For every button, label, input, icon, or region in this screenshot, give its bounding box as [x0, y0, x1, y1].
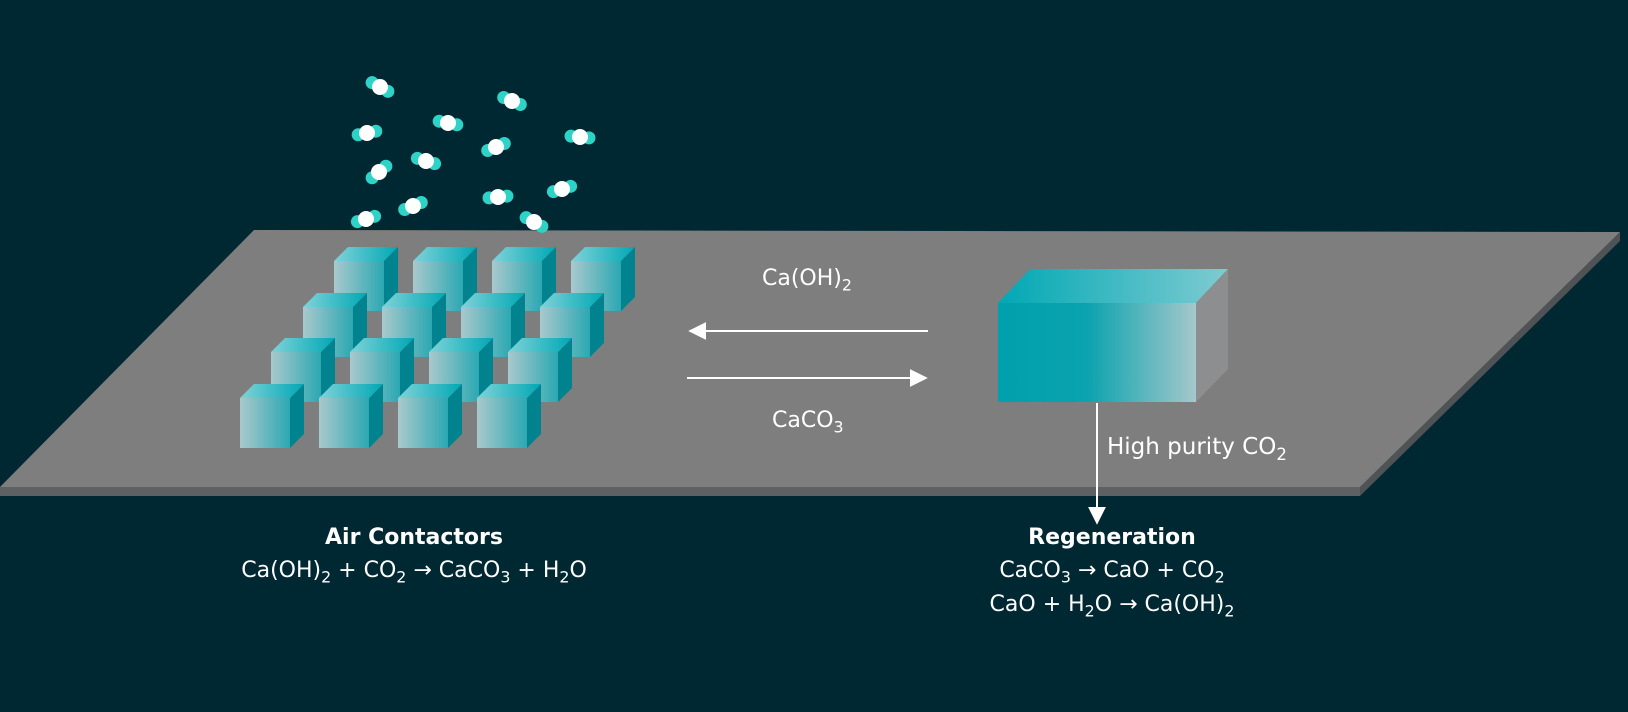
- regeneration-title: Regeneration: [1028, 525, 1196, 550]
- cube-front: [398, 398, 448, 448]
- co2-molecule-icon: [564, 129, 596, 145]
- carbon-atom: [504, 93, 520, 109]
- carbon-atom: [554, 181, 570, 197]
- air-contactors-title: Air Contactors: [325, 525, 503, 550]
- co2-molecule-icon: [350, 209, 382, 229]
- air-contactors-equation: Ca(OH)2 + CO2 → CaCO3 + H2O: [241, 558, 587, 585]
- carbon-atom: [490, 189, 506, 205]
- carbon-atom: [488, 139, 504, 155]
- equation-text: CaCO: [999, 558, 1061, 583]
- subscript: 3: [500, 567, 511, 587]
- cube-top: [461, 293, 525, 307]
- cube-icon: [398, 384, 462, 448]
- cube-side: [448, 384, 462, 448]
- arrow-label-caoh2: Ca(OH)2: [762, 266, 852, 295]
- equation-text: Ca(OH): [241, 558, 322, 583]
- cube-side: [369, 384, 383, 448]
- carbon-atom: [572, 129, 588, 145]
- cube-top: [477, 384, 541, 398]
- regeneration-equation-2: CaO + H2O → Ca(OH)2: [989, 592, 1235, 619]
- co2-molecule-icon: [546, 179, 578, 199]
- cube-top: [303, 293, 367, 307]
- cube-side: [527, 384, 541, 448]
- equation-text: O: [569, 558, 587, 583]
- cube-top: [413, 247, 477, 261]
- cube-icon: [240, 384, 304, 448]
- co2-molecule-icon: [410, 151, 442, 171]
- cube-top: [350, 338, 414, 352]
- cube-side: [290, 384, 304, 448]
- carbon-atom: [418, 153, 434, 169]
- co2-molecule-icon: [432, 114, 464, 132]
- equation-text: → CaO + CO: [1070, 558, 1215, 583]
- cube-top: [382, 293, 446, 307]
- cube-top: [240, 384, 304, 398]
- co2-molecule-icon: [497, 90, 527, 112]
- cube-side: [621, 247, 635, 311]
- box-top: [998, 269, 1228, 303]
- co2-molecule-icon: [519, 211, 549, 233]
- cube-front: [319, 398, 369, 448]
- box-side: [1196, 269, 1228, 402]
- cube-top: [508, 338, 572, 352]
- cube-side: [590, 293, 604, 357]
- carbon-atom: [359, 125, 375, 141]
- subscript: 2: [1224, 601, 1235, 621]
- air-contactor-cubes: [240, 247, 635, 448]
- arrow-label-caco3: CaCO3: [772, 408, 844, 437]
- co2-molecule-icon: [365, 76, 395, 98]
- subscript: 2: [396, 567, 407, 587]
- cube-top: [540, 293, 604, 307]
- subscript: 2: [321, 567, 332, 587]
- cube-top: [429, 338, 493, 352]
- carbon-atom: [405, 198, 421, 214]
- equation-text: + H: [510, 558, 560, 583]
- cube-top: [334, 247, 398, 261]
- co2-molecules: [350, 76, 596, 233]
- cube-top: [271, 338, 335, 352]
- subscript: 2: [559, 567, 570, 587]
- carbon-atom: [526, 214, 542, 230]
- box-front: [998, 303, 1196, 402]
- equation-text: CaO + H: [989, 592, 1085, 617]
- subscript: 2: [1084, 601, 1095, 621]
- platform-side: [0, 487, 1360, 496]
- co2-molecule-icon: [365, 159, 393, 185]
- cube-front: [477, 398, 527, 448]
- equation-text: → CaCO: [406, 558, 501, 583]
- carbon-atom: [371, 164, 387, 180]
- subscript: 3: [1060, 567, 1071, 587]
- subscript: 2: [1214, 567, 1225, 587]
- co2-molecule-icon: [482, 189, 514, 205]
- cube-top: [319, 384, 383, 398]
- cube-side: [558, 338, 572, 402]
- carbon-atom: [372, 79, 388, 95]
- regeneration-equation-1: CaCO3 → CaO + CO2: [999, 558, 1224, 585]
- cube-top: [398, 384, 462, 398]
- output-label: High purity CO2: [1107, 434, 1287, 464]
- cube-icon: [477, 384, 541, 448]
- platform-side-right: [1360, 232, 1620, 496]
- cube-top: [492, 247, 556, 261]
- cube-front: [240, 398, 290, 448]
- cube-top: [571, 247, 635, 261]
- co2-molecule-icon: [351, 124, 383, 142]
- co2-molecule-icon: [398, 195, 428, 217]
- co2-molecule-icon: [481, 136, 511, 158]
- cube-icon: [319, 384, 383, 448]
- equation-text: O → Ca(OH): [1094, 592, 1225, 617]
- carbon-atom: [440, 115, 456, 131]
- box-icon: [998, 269, 1228, 402]
- carbon-atom: [358, 211, 374, 227]
- equation-text: + CO: [331, 558, 397, 583]
